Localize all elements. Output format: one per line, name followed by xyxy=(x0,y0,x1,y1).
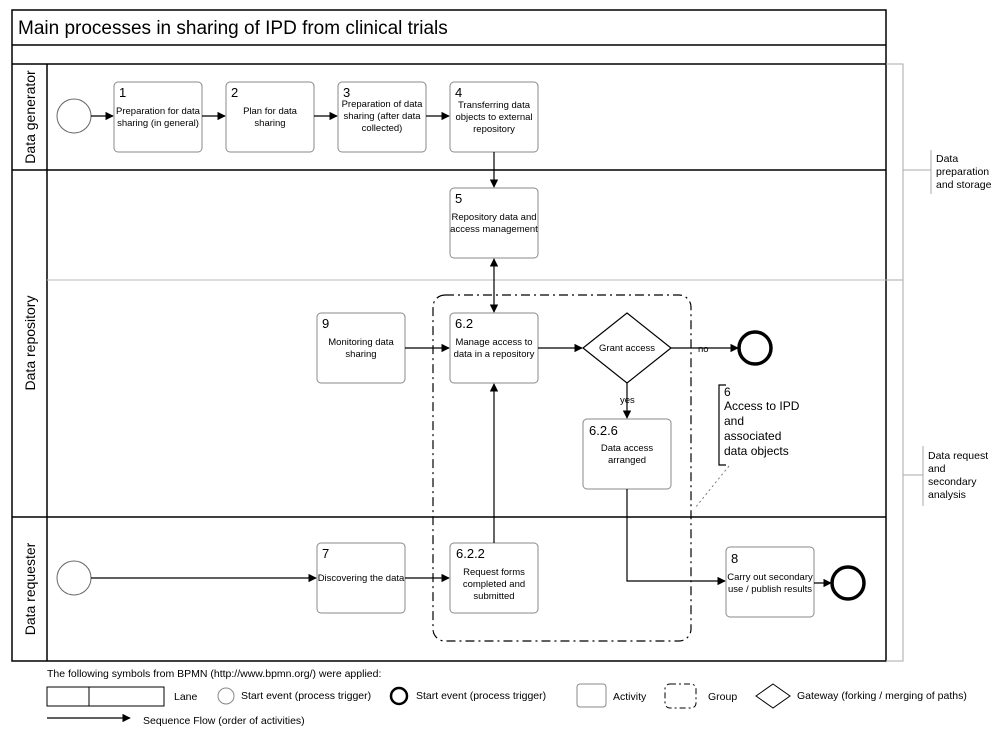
annotation-number: 6 xyxy=(724,385,731,399)
legend-start-event-icon xyxy=(217,687,235,705)
activity-6-2-2: 6.2.2 Request forms completed and submit… xyxy=(449,542,539,614)
activity-4-text-3: repository xyxy=(473,124,515,135)
side-label-request-3: secondary xyxy=(928,476,977,488)
annotation-text-2: and xyxy=(724,414,744,428)
activity-5-number: 5 xyxy=(455,191,462,206)
flow-6-2-6-to-8 xyxy=(626,489,726,586)
activity-3-number: 3 xyxy=(343,85,350,100)
gateway-label: Grant access xyxy=(599,343,655,354)
side-label-request-4: analysis xyxy=(928,489,966,501)
activity-6-2-6-text-1: Data access xyxy=(601,443,654,454)
activity-2-text-1: Plan for data xyxy=(243,106,298,117)
legend-activity-icon xyxy=(576,683,607,708)
activity-2-number: 2 xyxy=(231,85,238,100)
activity-3: 3 Preparation of data sharing (after dat… xyxy=(337,81,427,153)
activity-7-text-1: Discovering the data xyxy=(318,573,405,584)
activity-9-number: 9 xyxy=(322,316,329,331)
activity-1-text-2: sharing (in general) xyxy=(117,118,199,129)
legend-activity-label: Activity xyxy=(613,691,647,703)
side-label-preparation-3: and storage xyxy=(936,179,992,191)
group-box xyxy=(432,294,692,642)
annotation-6: 6 Access to IPD and associated data obje… xyxy=(694,384,800,509)
side-label-preparation-2: preparation xyxy=(936,166,989,178)
activity-2: 2 Plan for data sharing xyxy=(225,81,315,153)
legend-intro: The following symbols from BPMN (http://… xyxy=(47,668,381,680)
activity-9-text-1: Monitoring data xyxy=(328,337,394,348)
legend-end-event-icon xyxy=(389,686,409,706)
side-label-request-2: and xyxy=(928,463,946,475)
activity-1-text-1: Preparation for data xyxy=(116,106,201,117)
side-label-preparation-1: Data xyxy=(936,153,958,165)
activity-9-text-2: sharing xyxy=(345,349,376,360)
activity-6-2-6-text-2: arranged xyxy=(608,455,646,466)
activity-4-text-2: objects to external xyxy=(455,112,532,123)
side-label-request-1: Data request xyxy=(928,450,988,462)
legend-sequence-flow-label: Sequence Flow (order of activities) xyxy=(143,715,305,727)
activity-5: 5 Repository data and access management xyxy=(449,187,539,259)
activity-4-text-1: Transferring data xyxy=(458,100,531,111)
legend-group-label: Group xyxy=(708,691,737,703)
activity-4-number: 4 xyxy=(455,85,462,100)
legend-gateway-icon xyxy=(755,683,791,709)
lane-label-requester: Data requester xyxy=(22,542,38,635)
end-event-final xyxy=(830,565,866,601)
activity-6-2: 6.2 Manage access to data in a repositor… xyxy=(449,312,539,384)
lane-label-generator: Data generator xyxy=(22,70,38,164)
legend-end-event-label: Start event (process trigger) xyxy=(416,690,546,702)
legend-lane-label: Lane xyxy=(174,691,198,703)
legend-lane-symbol xyxy=(46,686,165,707)
flow-label-no: no xyxy=(698,344,709,355)
activity-3-text-3: collected) xyxy=(362,123,403,134)
legend-group-icon xyxy=(664,683,697,709)
activity-8-number: 8 xyxy=(731,551,738,566)
legend-gateway-label: Gateway (forking / merging of paths) xyxy=(797,690,967,702)
legend: The following symbols from BPMN (http://… xyxy=(46,668,967,727)
legend-start-event-label: Start event (process trigger) xyxy=(241,690,371,702)
bracket-data-preparation: Data preparation and storage xyxy=(886,63,992,281)
activity-7-number: 7 xyxy=(322,546,329,561)
diagram-title: Main processes in sharing of IPD from cl… xyxy=(18,18,448,39)
activity-5-text-2: access management xyxy=(450,224,538,235)
lane-label-repository: Data repository xyxy=(22,296,38,391)
flow-label-yes: yes xyxy=(620,395,635,406)
activity-6-2-6-number: 6.2.6 xyxy=(589,423,618,438)
activity-1-number: 1 xyxy=(119,85,126,100)
activity-8-text-1: Carry out secondary xyxy=(727,572,813,583)
activity-2-text-2: sharing xyxy=(254,118,285,129)
activity-6-2-2-text-2: completed and xyxy=(463,579,525,590)
end-event-no xyxy=(737,330,773,366)
activity-5-text-1: Repository data and xyxy=(451,212,536,223)
activity-6-2-6: 6.2.6 Data access arranged xyxy=(582,418,672,490)
activity-8: 8 Carry out secondary use / publish resu… xyxy=(725,546,815,618)
activity-1: 1 Preparation for data sharing (in gener… xyxy=(113,81,203,153)
activity-8-text-2: use / publish results xyxy=(728,584,812,595)
activity-6-2-2-number: 6.2.2 xyxy=(456,546,485,561)
activity-6-2-text-2: data in a repository xyxy=(454,349,535,360)
activity-6-2-2-text-3: submitted xyxy=(473,591,514,602)
activity-9: 9 Monitoring data sharing xyxy=(316,312,406,384)
sequence-flows xyxy=(91,111,832,588)
activity-3-text-1: Preparation of data xyxy=(342,99,424,110)
annotation-text-4: data objects xyxy=(724,444,789,458)
annotation-text-1: Access to IPD xyxy=(724,399,800,413)
bracket-data-request: Data request and secondary analysis xyxy=(886,279,988,662)
gateway-grant-access: Grant access xyxy=(582,312,672,384)
start-event-requester xyxy=(56,560,92,596)
activity-7: 7 Discovering the data xyxy=(316,542,406,614)
pool-frame xyxy=(11,9,887,662)
annotation-text-3: associated xyxy=(724,429,781,443)
activity-4: 4 Transferring data objects to external … xyxy=(449,81,539,153)
start-event-generator xyxy=(56,98,92,134)
activity-6-2-2-text-1: Request forms xyxy=(463,567,525,578)
activity-6-2-number: 6.2 xyxy=(455,316,473,331)
activity-6-2-text-1: Manage access to xyxy=(455,337,532,348)
activity-3-text-2: sharing (after data xyxy=(343,111,421,122)
